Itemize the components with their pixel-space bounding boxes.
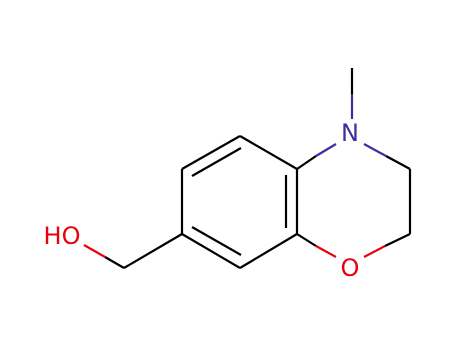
bond-c6-c1 bbox=[239, 135, 298, 170]
atom-label-hydroxyl: HO bbox=[44, 222, 81, 250]
bond-ch2-oh-red bbox=[83, 244, 106, 258]
bond-ch2-oh-black bbox=[104, 256, 125, 269]
bond-ch2-n-black bbox=[385, 155, 411, 170]
bond-c1-c2 bbox=[181, 135, 241, 170]
atom-label-ring-oxygen: O bbox=[341, 254, 360, 282]
bond-c4-c5 bbox=[239, 233, 298, 269]
bond-c1-c2-inner bbox=[191, 147, 242, 177]
bond-c5-o-black bbox=[296, 233, 317, 247]
bond-o-ch2-black bbox=[384, 233, 411, 247]
atom-label-nitrogen: N bbox=[341, 119, 359, 147]
bond-c5-o-red bbox=[315, 245, 337, 258]
bond-c3-c4 bbox=[181, 233, 241, 269]
bond-n-c6-blue bbox=[315, 143, 337, 157]
bond-ring-ch2 bbox=[123, 233, 183, 269]
bond-ch2-n-blue bbox=[363, 143, 387, 157]
bond-c3-c4-inner bbox=[191, 226, 242, 256]
bond-n-c6-black bbox=[296, 155, 317, 170]
bond-o-ch2-red bbox=[363, 245, 386, 258]
